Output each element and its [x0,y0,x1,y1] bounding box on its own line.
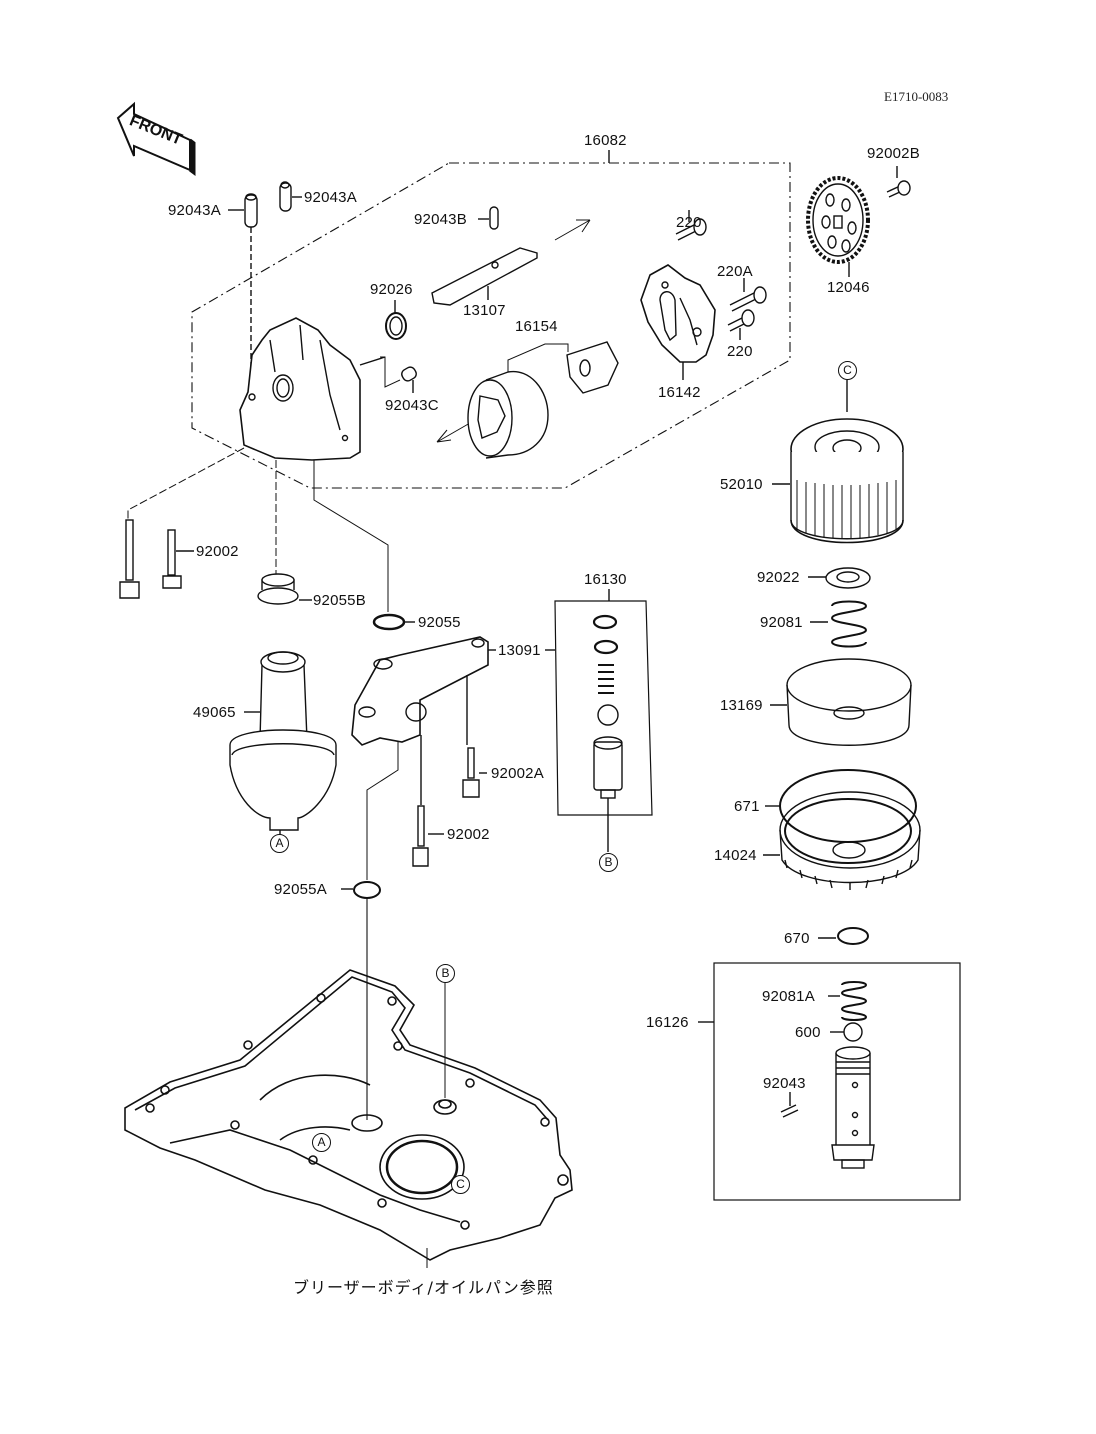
bypass-valve-box-16126 [698,962,961,1201]
pump-rotor-16154 [467,341,619,459]
part-label-92055: 92055 [418,614,461,631]
assembly-direction-arrow-2 [436,422,471,443]
part-label-92081A: 92081A [762,988,815,1005]
front-arrow-icon [116,101,196,176]
screw-220A [729,278,767,312]
pump-cover-16142 [640,264,716,380]
bolt-92002-1 [119,519,140,599]
filter-cover-14024 [763,791,921,890]
callout-b-oil-pan: B [436,964,455,983]
part-label-16142: 16142 [658,384,701,401]
callout-a-strainer: A [270,834,289,853]
oil-pipe-13091 [351,636,496,880]
part-label-14024: 14024 [714,847,757,864]
part-label-92043A-1: 92043A [168,202,221,219]
part-label-92055A: 92055A [274,881,327,898]
plug-92055B [257,573,312,605]
callout-c-filter: C [838,361,857,380]
part-label-220-top: 220 [676,214,702,231]
o-ring-671 [765,769,917,843]
part-label-92002B: 92002B [867,145,920,162]
part-label-92002-2: 92002 [447,826,490,843]
bolt-92002A [462,747,487,798]
part-label-92002A: 92002A [491,765,544,782]
part-label-16154: 16154 [515,318,558,335]
footnote-breather-oil-pan-reference: ブリーザーボディ/オイルパン参照 [293,1278,554,1297]
part-label-92055B: 92055B [313,592,366,609]
o-ring-92055 [372,613,415,631]
part-label-92043A-2: 92043A [304,189,357,206]
part-label-220A: 220A [717,263,753,280]
part-label-671: 671 [734,798,760,815]
part-label-220-bottom: 220 [727,343,753,360]
oil-pump-body [239,317,386,461]
part-label-52010: 52010 [720,476,763,493]
callout-b-relief-valve: B [599,853,618,872]
part-label-92026: 92026 [370,281,413,298]
part-label-12046: 12046 [827,279,870,296]
part-label-92043B: 92043B [414,211,467,228]
part-label-16126: 16126 [646,1014,689,1031]
relief-valve-box-16130 [545,589,653,852]
part-label-92081: 92081 [760,614,803,631]
screw-220-bottom [727,309,755,340]
oil-pan-outline [124,969,573,1261]
dowel-pin-92043A-2 [279,181,302,212]
oil-strainer-49065 [229,651,337,836]
part-label-49065: 49065 [193,704,236,721]
part-label-13169: 13169 [720,697,763,714]
part-label-13107: 13107 [463,302,506,319]
part-label-16082: 16082 [584,132,627,149]
pin-92043B [478,206,499,230]
part-label-13091: 13091 [498,642,541,659]
diagram-reference-code: E1710-0083 [884,89,949,104]
assembly-direction-arrow-1 [554,219,591,241]
oil-filter-52010 [772,380,904,544]
filter-cup-13169 [770,658,912,746]
part-label-670: 670 [784,930,810,947]
pump-shaft-13107 [431,247,538,306]
callout-c-oil-pan: C [451,1175,470,1194]
oil-pump-assembly-outline [191,162,791,489]
bolt-92002-2 [412,805,444,867]
part-label-92043: 92043 [763,1075,806,1092]
sprocket-12046 [806,176,870,277]
pin-92043C [380,356,417,393]
spring-92081 [810,600,868,648]
washer-92022 [808,567,871,589]
bolt-92002B [886,166,911,198]
part-label-92043C: 92043C [385,397,439,414]
part-label-16130: 16130 [584,571,627,588]
callout-a-oil-pan: A [312,1133,331,1152]
oil-seal-92026 [385,300,407,340]
part-label-600: 600 [795,1024,821,1041]
o-ring-670 [818,927,869,945]
part-label-92002-1: 92002 [196,543,239,560]
part-label-92022: 92022 [757,569,800,586]
o-ring-92055A [341,881,381,899]
bolt-92002-1b [162,529,194,589]
screw-220-top [675,210,707,241]
